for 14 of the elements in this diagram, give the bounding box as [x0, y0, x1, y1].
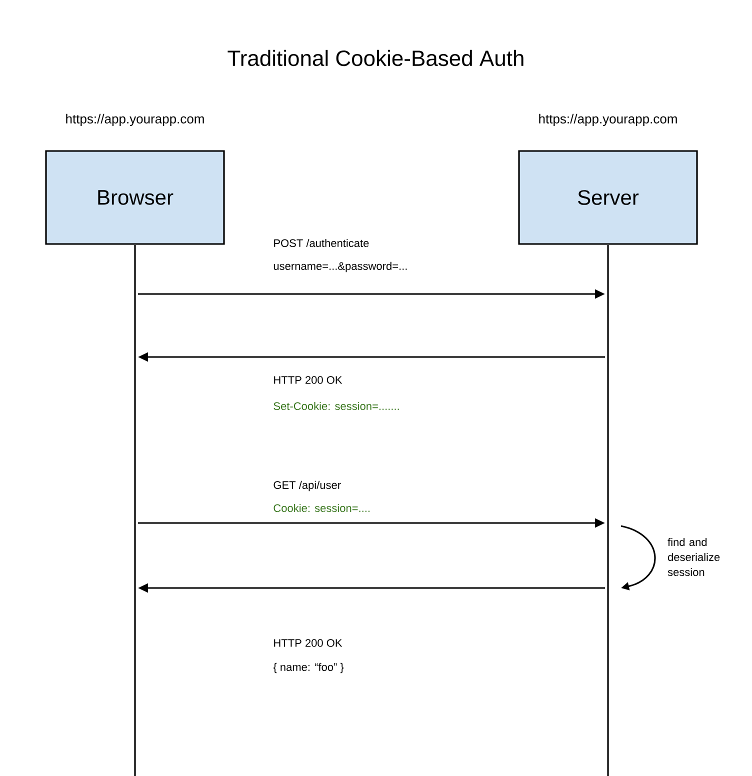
edge-label: username=...&password=... [272, 260, 409, 274]
url-label: https://app.yourapp.com [539, 114, 677, 126]
message-text: POST /authenticate [272, 238, 370, 248]
url-label: https://app.yourapp.com [66, 114, 204, 126]
message-text: { name: “foo” } [272, 662, 345, 674]
title: Traditional Cookie-Based Auth [228, 50, 524, 66]
edge-label: HTTP 200 OK [272, 638, 344, 648]
message-text: Set-Cookie: session=....... [272, 400, 401, 412]
participant-box: Browser [45, 150, 225, 245]
participant-box: Server [518, 150, 698, 245]
message-text: GET /api/user [272, 480, 342, 492]
note: find and deserialize session [668, 538, 720, 576]
edge-label: HTTP 200 OK [272, 375, 344, 385]
edge-label: Cookie: session=.... [272, 502, 372, 514]
